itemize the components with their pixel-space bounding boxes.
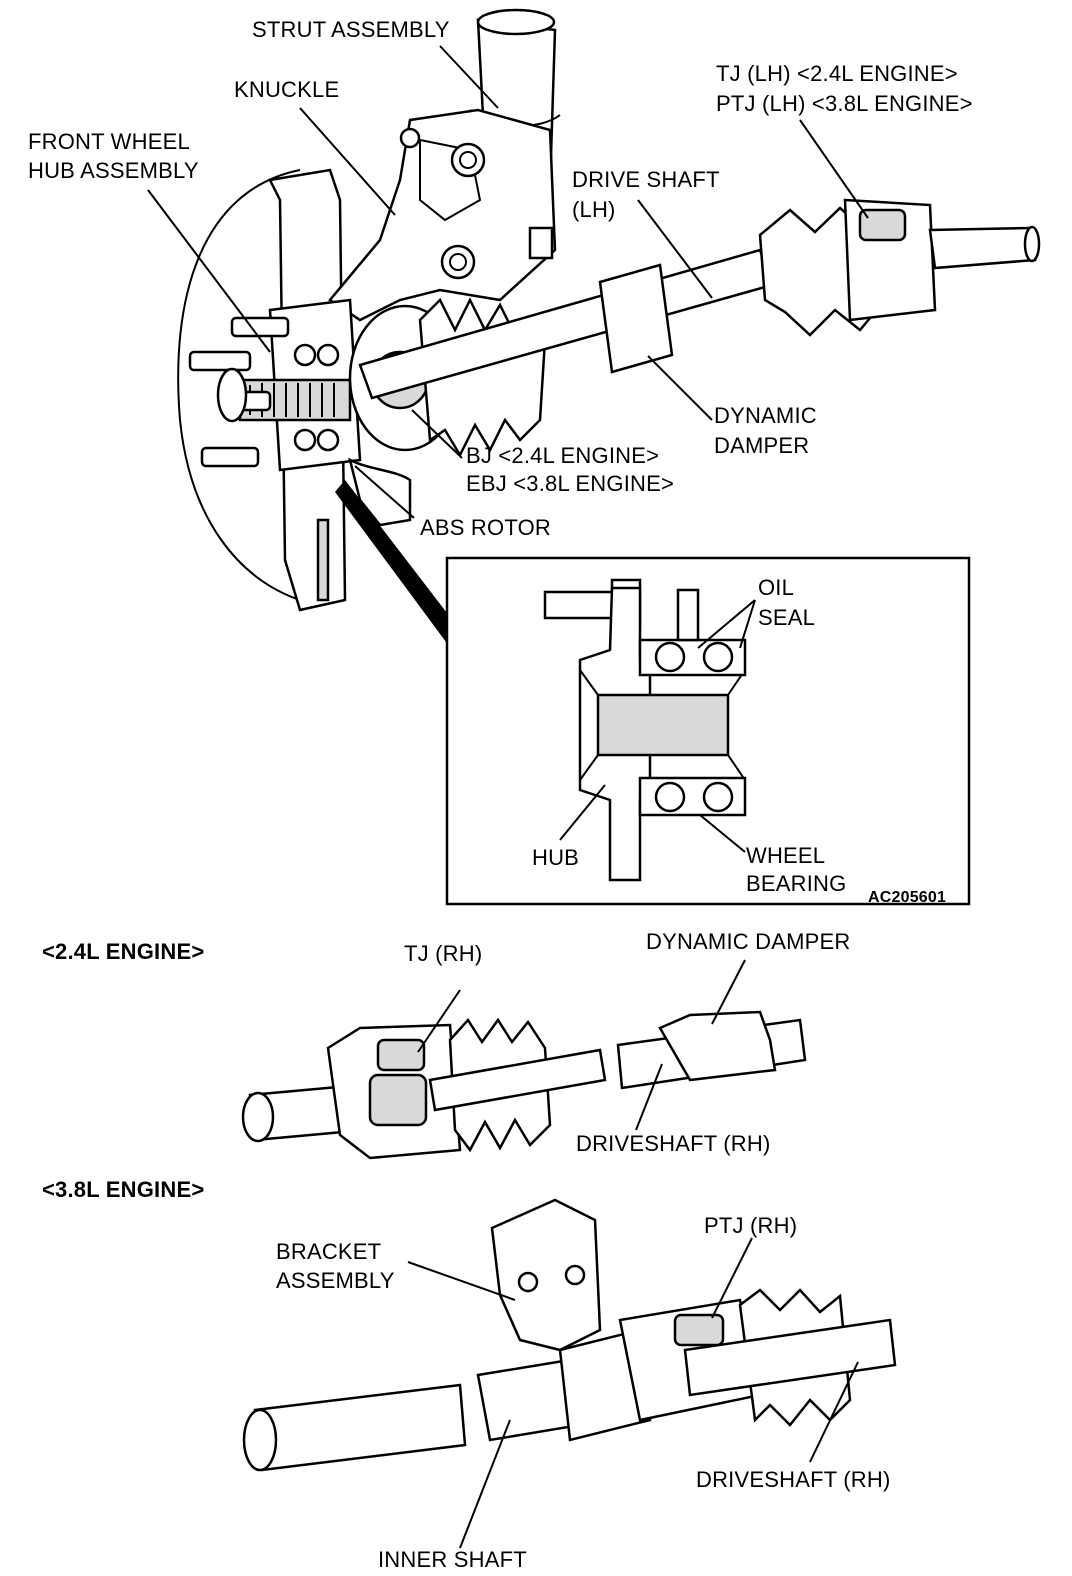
driveshaft-rh-24-leader [635,1063,663,1131]
rh24-stub-end [241,1091,275,1143]
label-inner-shaft: INNER SHAFT [378,1547,527,1572]
hub-bearing-detail-inset [335,480,971,906]
bearing-ball-2 [316,343,340,367]
front-axle-assembly-illustration [177,8,1041,612]
strut-bracket-tab [528,226,554,260]
tj-roller-lh [858,208,907,242]
rh38-bracket-assembly [490,1198,602,1352]
label-driveshaft-rh-24: DRIVESHAFT (RH) [576,1131,771,1156]
bj-leader [411,409,463,459]
knuckle-leader [299,107,396,216]
bearing-ball-1 [293,343,317,367]
label-dynamic-damper-rh: DYNAMIC DAMPER [646,929,851,954]
bearing-ball-3 [293,428,317,452]
detail-hub-bore [596,693,730,757]
rh24-tj-roller-lower [368,1073,428,1127]
label-ptj-rh: PTJ (RH) [704,1213,798,1238]
top-leader-lines [147,45,869,519]
rh24-dynamic-damper [658,1010,777,1082]
disc-vent-strip [316,518,330,602]
oil-seal-leader [697,599,756,649]
label-driveshaft-rh-38: DRIVESHAFT (RH) [696,1467,891,1492]
label-dynamic-damper-line1: DYNAMIC [714,403,817,428]
detail-seal-flange [676,588,700,642]
detail-bore-chamfers [579,669,746,781]
tj-stub-shaft-lh [928,226,1037,270]
label-knuckle: KNUCKLE [234,77,340,102]
detail-ball-2 [702,641,734,673]
inner-shaft-leader [459,1419,511,1549]
detail-stud [543,590,622,620]
label-bracket-assembly-line1: BRACKET [276,1239,382,1264]
front-wheel-hub-leader [147,189,271,353]
dynamic-damper-lh [598,263,674,374]
hub-leader [559,784,606,841]
upper-bolt [450,142,486,178]
detail-callout-pointer [335,480,460,642]
dynamic-damper-rh-leader [711,959,746,1025]
label-wheel-bearing-line1: WHEEL [746,843,826,868]
abs-rotor-leader [354,465,415,519]
tj-lh-leader [799,119,869,219]
rh38-stub-end [242,1408,278,1472]
wheel-stud-4 [200,446,260,468]
strut-top [476,8,556,36]
label-front-wheel-hub-line2: HUB ASSEMBLY [28,158,199,183]
wheel-stud-1 [230,316,290,338]
label-strut-assembly: STRUT ASSEMBLY [252,17,450,42]
tj-stub-end-lh [1023,225,1041,263]
tj-rh-leader [417,989,461,1053]
label-bj: BJ <2.4L ENGINE> [466,443,660,468]
brake-disc-outline [177,169,301,601]
label-engine-24: <2.4L ENGINE> [42,939,205,964]
label-ebj: EBJ <3.8L ENGINE> [466,471,675,496]
lower-bolt [440,244,476,280]
dynamic-damper-leader [647,355,713,421]
label-dynamic-damper-line2: DAMPER [714,433,810,458]
label-drive-shaft-lh-line1: DRIVE SHAFT [572,167,720,192]
knuckle-stud [399,127,421,149]
bearing-ball-4 [316,428,340,452]
label-wheel-bearing-line2: BEARING [746,871,847,896]
strut-assembly-leader [439,45,499,109]
bracket-assembly-leader [407,1261,516,1301]
label-abs-rotor: ABS ROTOR [420,515,551,540]
driveshaft-rh-38-leader [809,1361,859,1463]
detail-ball-4 [702,781,734,813]
rh38-ptj-roller [673,1313,725,1347]
rh24-tj-roller-upper [376,1038,426,1072]
rh-driveshaft-24-illustration [241,959,807,1160]
label-hub: HUB [532,845,580,870]
knuckle-body [328,108,557,322]
hub-nut [216,367,248,423]
wheel-stud-2 [188,350,252,372]
label-drive-shaft-lh-line2: (LH) [572,197,616,222]
rh38-stub-shaft [253,1383,467,1472]
label-front-wheel-hub-line1: FRONT WHEEL [28,129,190,154]
label-ptj-lh: PTJ (LH) <3.8L ENGINE> [716,91,973,116]
drive-shaft-lh-leader [637,199,713,299]
label-tj-lh: TJ (LH) <2.4L ENGINE> [716,61,958,86]
detail-ball-1 [654,641,686,673]
label-oil-seal-line2: SEAL [758,605,816,630]
label-bracket-assembly-line2: ASSEMBLY [276,1268,395,1293]
wheel-bearing-leader [699,814,746,853]
rh38-driveshaft [683,1318,897,1397]
abs-rotor [348,457,412,527]
rh24-shaft-left [428,1048,607,1112]
label-figure-code: AC205601 [868,889,947,906]
ptj-rh-leader [711,1237,753,1319]
label-engine-38: <3.8L ENGINE> [42,1177,205,1202]
label-oil-seal-line1: OIL [758,575,795,600]
rh-driveshaft-38-illustration [242,1198,897,1549]
detail-ball-3 [654,781,686,813]
label-tj-rh: TJ (RH) [404,941,483,966]
